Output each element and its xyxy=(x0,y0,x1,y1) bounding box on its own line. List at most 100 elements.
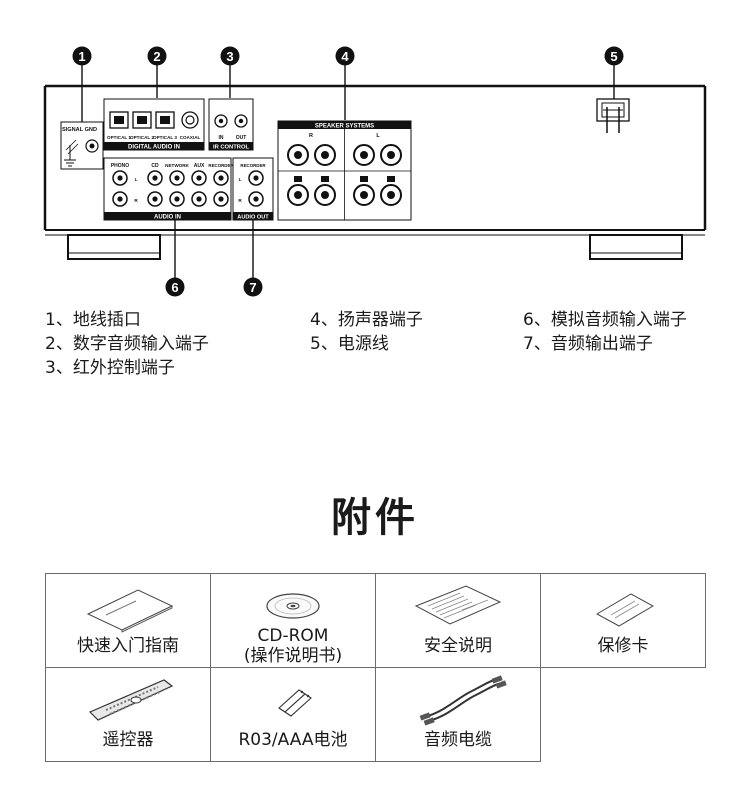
speaker-terminal xyxy=(287,144,309,166)
svg-text:COAXIAL: COAXIAL xyxy=(180,135,201,140)
legend-column-3: 6、模拟音频输入端子 7、音频输出端子 xyxy=(523,308,687,356)
rca-jack xyxy=(147,191,163,207)
accessories-table: 快速入门指南 CD-ROM (操作说明书) 安全说明 保修卡 xyxy=(45,573,706,762)
svg-text:SPEAKER SYSTEMS: SPEAKER SYSTEMS xyxy=(315,124,374,130)
svg-text:AUDIO IN: AUDIO IN xyxy=(154,215,181,221)
svg-text:1: 1 xyxy=(78,49,85,64)
svg-text:OUT: OUT xyxy=(236,135,247,141)
polarity-marks xyxy=(294,176,395,182)
accessory-cell: 音频电缆 xyxy=(375,667,541,762)
speaker-terminal xyxy=(314,144,336,166)
svg-text:AUX: AUX xyxy=(194,163,205,169)
svg-text:2: 2 xyxy=(153,49,160,64)
rca-jack xyxy=(169,191,185,207)
accessory-sublabel: (操作说明书) xyxy=(243,646,343,666)
legend-item: 3、红外控制端子 xyxy=(45,358,175,378)
accessory-label: R03/AAA电池 xyxy=(238,730,348,750)
optical-1-port xyxy=(109,111,129,129)
svg-text:SIGNAL GND: SIGNAL GND xyxy=(62,127,97,133)
accessory-label: 保修卡 xyxy=(597,636,649,656)
speaker-terminal xyxy=(353,144,375,166)
rca-jack xyxy=(191,170,207,186)
speaker-terminal xyxy=(287,184,309,206)
speaker-terminal xyxy=(314,184,336,206)
speaker-terminal xyxy=(380,184,402,206)
svg-text:R: R xyxy=(238,198,242,203)
accessory-label: 音频电缆 xyxy=(424,730,492,750)
callout-3: 3 xyxy=(220,46,240,98)
legend-item: 4、扬声器端子 xyxy=(310,310,423,330)
legend-item: 6、模拟音频输入端子 xyxy=(523,310,687,330)
accessory-cell: 安全说明 xyxy=(375,573,541,668)
speaker-systems-section: SPEAKER SYSTEMS R L xyxy=(277,120,412,221)
rear-panel-diagram: 1 2 3 4 5 6 7 SIGNAL GND xyxy=(43,46,707,297)
rca-jack xyxy=(191,191,207,207)
legend-item: 2、数字音频输入端子 xyxy=(45,334,209,354)
accessory-cell: 快速入门指南 xyxy=(45,573,211,668)
accessory-cell: 保修卡 xyxy=(540,573,706,668)
accessories-title: 附件 xyxy=(331,495,419,541)
accessory-label: 快速入门指南 xyxy=(77,636,179,656)
accessory-label: 安全说明 xyxy=(424,636,492,656)
svg-text:OPTICAL 2: OPTICAL 2 xyxy=(130,135,154,140)
accessory-cell: R03/AAA电池 xyxy=(210,667,376,762)
legend-column-1: 1、地线插口 2、数字音频输入端子 3、红外控制端子 xyxy=(45,308,209,380)
coaxial-jack xyxy=(181,111,199,129)
optical-3-port xyxy=(155,111,175,129)
svg-text:RECORDER: RECORDER xyxy=(208,163,234,168)
phono-jack xyxy=(112,191,128,207)
audio-in-section: PHONO CD NETWORK AUX RECORDER L R AUDIO … xyxy=(103,157,234,221)
callout-6: 6 xyxy=(165,220,185,297)
svg-text:L: L xyxy=(135,177,138,182)
svg-text:OPTICAL 3: OPTICAL 3 xyxy=(153,135,177,140)
svg-text:L: L xyxy=(376,133,380,139)
svg-text:7: 7 xyxy=(249,280,256,295)
ir-in-jack xyxy=(214,114,228,128)
safety-sheet-icon xyxy=(414,585,502,625)
svg-text:RECORDER: RECORDER xyxy=(240,163,266,168)
accessory-label: 遥控器 xyxy=(102,730,154,750)
svg-text:4: 4 xyxy=(341,49,349,64)
audio-cable-icon xyxy=(419,675,507,726)
svg-text:NETWORK: NETWORK xyxy=(165,163,189,168)
digital-audio-in-section: OPTICAL 1 OPTICAL 2 OPTICAL 3 COAXIAL DI… xyxy=(103,98,205,151)
rca-jack xyxy=(248,191,264,207)
svg-text:R: R xyxy=(134,198,138,203)
accessory-cell: 遥控器 xyxy=(45,667,211,762)
rca-jack xyxy=(213,191,229,207)
power-cord-inlet xyxy=(596,98,630,133)
svg-text:CD: CD xyxy=(151,163,159,169)
rca-jack xyxy=(248,170,264,186)
battery-icon xyxy=(278,689,312,717)
speaker-terminal xyxy=(353,184,375,206)
legend-item: 5、电源线 xyxy=(310,334,389,354)
svg-text:3: 3 xyxy=(226,49,233,64)
svg-text:PHONO: PHONO xyxy=(111,163,129,169)
legend-item: 7、音频输出端子 xyxy=(523,334,653,354)
svg-text:OPTICAL 1: OPTICAL 1 xyxy=(107,135,131,140)
ir-out-jack xyxy=(234,114,248,128)
accessory-cell: CD-ROM (操作说明书) xyxy=(210,573,376,668)
rca-jack xyxy=(213,170,229,186)
callout-7: 7 xyxy=(243,220,263,297)
svg-text:AUDIO OUT: AUDIO OUT xyxy=(237,215,269,221)
callout-1: 1 xyxy=(72,46,92,122)
accessory-label: CD-ROM xyxy=(257,626,329,646)
audio-out-section: RECORDER L R AUDIO OUT xyxy=(232,157,274,221)
svg-text:6: 6 xyxy=(171,280,178,295)
svg-text:DIGITAL AUDIO IN: DIGITAL AUDIO IN xyxy=(128,145,180,151)
ir-control-section: IN OUT IR CONTROL xyxy=(208,98,254,151)
manual-icon xyxy=(86,589,174,633)
callout-5: 5 xyxy=(604,46,624,100)
svg-text:L: L xyxy=(239,177,242,182)
speaker-terminal xyxy=(380,144,402,166)
callout-4: 4 xyxy=(335,46,355,120)
phono-jack xyxy=(112,170,128,186)
rca-jack xyxy=(169,170,185,186)
legend-item: 1、地线插口 xyxy=(45,310,141,330)
svg-text:R: R xyxy=(309,133,313,139)
signal-gnd-terminal: SIGNAL GND xyxy=(60,121,104,170)
svg-text:5: 5 xyxy=(610,49,617,64)
svg-text:IR CONTROL: IR CONTROL xyxy=(213,145,250,151)
legend-column-2: 4、扬声器端子 5、电源线 xyxy=(310,308,423,356)
